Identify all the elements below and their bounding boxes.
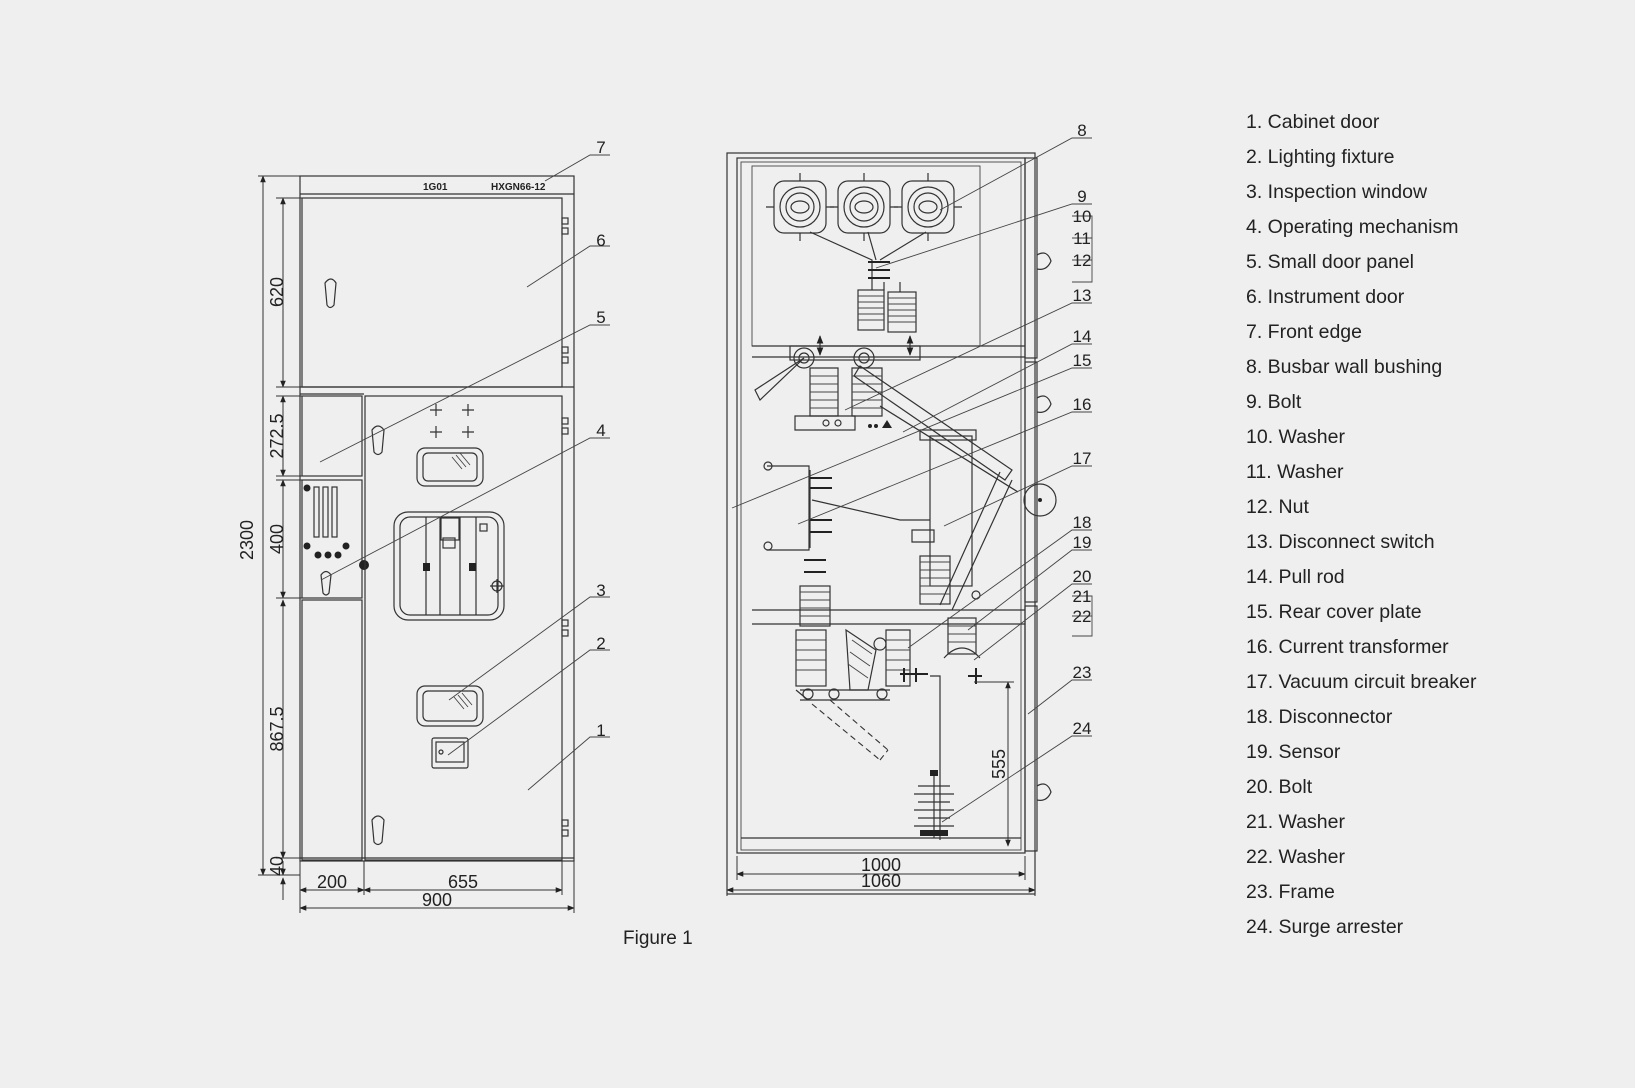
- legend-item: 12. Nut: [1246, 496, 1309, 518]
- callout-8: 8: [1077, 121, 1086, 140]
- callout-3: 3: [596, 581, 605, 600]
- legend-item: 10. Washer: [1246, 426, 1345, 448]
- legend-item: 8. Busbar wall bushing: [1246, 356, 1443, 378]
- front-view: 1G01 HXGN66-12: [237, 138, 610, 913]
- dim-upper: 620: [267, 277, 287, 307]
- legend-item: 22. Washer: [1246, 846, 1345, 868]
- callout-10: 10: [1073, 207, 1092, 226]
- callout-4: 4: [596, 421, 605, 440]
- dim-right-width: 655: [448, 872, 478, 892]
- legend-item: 9. Bolt: [1246, 391, 1302, 413]
- callout-9: 9: [1077, 187, 1086, 206]
- legend-item: 6. Instrument door: [1246, 286, 1405, 308]
- vacuum-circuit-breaker: [929, 435, 973, 587]
- dim-total-width: 900: [422, 890, 452, 910]
- legend-item: 23. Frame: [1246, 881, 1335, 903]
- legend-item: 21. Washer: [1246, 811, 1345, 833]
- callout-5: 5: [596, 308, 605, 327]
- dim-arrester-height: 555: [989, 749, 1009, 779]
- dim-base: 40: [267, 856, 287, 876]
- side-cabinet-outline: [726, 152, 1036, 895]
- small-door-panel: [301, 395, 363, 477]
- dim-mid2: 400: [267, 524, 287, 554]
- dim-inner-width: 1000: [861, 855, 901, 875]
- legend-item: 17. Vacuum circuit breaker: [1246, 671, 1477, 693]
- callout-19: 19: [1073, 533, 1092, 552]
- operating-mechanism-panel: [301, 479, 363, 599]
- legend-item: 24. Surge arrester: [1246, 916, 1404, 938]
- callout-21: 21: [1073, 587, 1092, 606]
- callout-20: 20: [1073, 567, 1092, 586]
- callout-22: 22: [1073, 607, 1092, 626]
- callout-17: 17: [1073, 449, 1092, 468]
- parts-legend: 1. Cabinet door 2. Lighting fixture 3. Ins…: [1246, 105, 1477, 945]
- dim-left-width: 200: [317, 872, 347, 892]
- legend-item: 7. Front edge: [1246, 321, 1362, 343]
- callout-13: 13: [1073, 286, 1092, 305]
- busbar-wall-bushings: [766, 173, 962, 241]
- legend-item: 1. Cabinet door: [1246, 111, 1380, 133]
- dim-mid1: 272.5: [267, 413, 287, 458]
- legend-item: 2. Lighting fixture: [1246, 146, 1395, 168]
- callout-24: 24: [1073, 719, 1092, 738]
- lighting-fixture: [431, 737, 469, 769]
- callout-11: 11: [1073, 229, 1091, 248]
- callout-12: 12: [1073, 251, 1092, 270]
- dim-outer-width: 1060: [861, 871, 901, 891]
- legend-item: 19. Sensor: [1246, 741, 1341, 763]
- nameplate-code: 1G01: [423, 182, 448, 193]
- callout-7: 7: [596, 138, 605, 157]
- callout-18: 18: [1073, 513, 1092, 532]
- dim-lower: 867.5: [267, 706, 287, 751]
- legend-item: 15. Rear cover plate: [1246, 601, 1422, 623]
- pull-rod: [853, 365, 1013, 481]
- legend-item: 18. Disconnector: [1246, 706, 1393, 728]
- legend-item: 20. Bolt: [1246, 776, 1313, 798]
- inspection-window: [416, 685, 484, 727]
- instrument-door-handle: [324, 278, 337, 309]
- callout-2: 2: [596, 634, 605, 653]
- legend-item: 5. Small door panel: [1246, 251, 1415, 273]
- surge-arrester: [914, 770, 954, 838]
- callout-15: 15: [1073, 351, 1092, 370]
- dim-total-height: 2300: [237, 520, 257, 560]
- callout-14: 14: [1073, 327, 1092, 346]
- front-cabinet-outline: [299, 175, 575, 862]
- callout-1: 1: [596, 721, 605, 740]
- legend-item: 11. Washer: [1246, 461, 1344, 483]
- figure-caption: Figure 1: [623, 928, 693, 949]
- legend-item: 3. Inspection window: [1246, 181, 1428, 203]
- legend-item: 13. Disconnect switch: [1246, 531, 1435, 553]
- legend-item: 16. Current transformer: [1246, 636, 1449, 658]
- legend-item: 4. Operating mechanism: [1246, 216, 1459, 238]
- callout-6: 6: [596, 231, 605, 250]
- cabinet-door: [364, 395, 563, 861]
- callout-16: 16: [1073, 395, 1092, 414]
- side-view: 555 1000 1060 8 9: [726, 121, 1093, 896]
- nameplate-model: HXGN66-12: [491, 182, 546, 193]
- legend-item: 14. Pull rod: [1246, 566, 1345, 588]
- callout-23: 23: [1073, 663, 1092, 682]
